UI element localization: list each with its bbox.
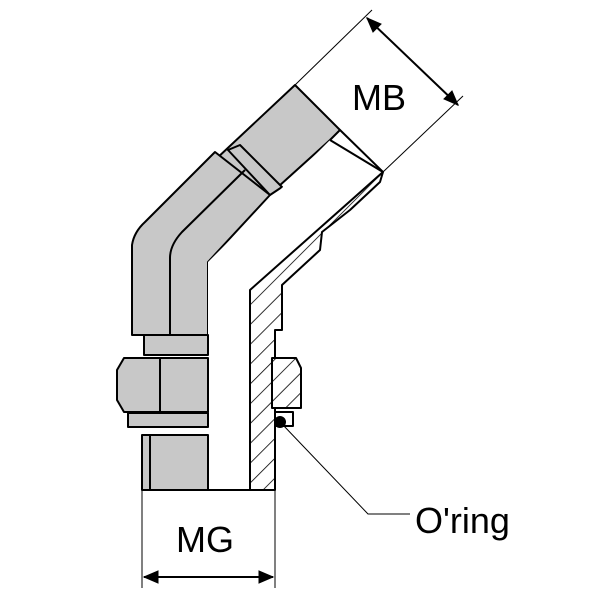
mb-label: MB [352, 77, 406, 118]
mb-extension-right [382, 95, 464, 173]
elbow-inner-line [169, 169, 246, 335]
mg-label: MG [176, 519, 234, 560]
arrow-icon [142, 570, 159, 584]
nut-section [271, 357, 302, 409]
washer [127, 412, 209, 428]
elbow-body [131, 151, 271, 336]
oring-label: O'ring [415, 500, 510, 541]
tube-collar [227, 144, 283, 196]
arrow-icon [443, 90, 459, 106]
oring-leader-line [282, 424, 410, 515]
thread [141, 434, 209, 491]
mb-extension-left [294, 9, 373, 86]
bore [208, 140, 383, 490]
neck [143, 334, 209, 356]
arrow-icon [366, 17, 382, 33]
hex-nut [116, 357, 209, 413]
upper-tube [214, 84, 341, 206]
arrow-icon [258, 570, 275, 584]
mb-dimension-line [366, 17, 459, 106]
oring-icon [274, 416, 286, 428]
